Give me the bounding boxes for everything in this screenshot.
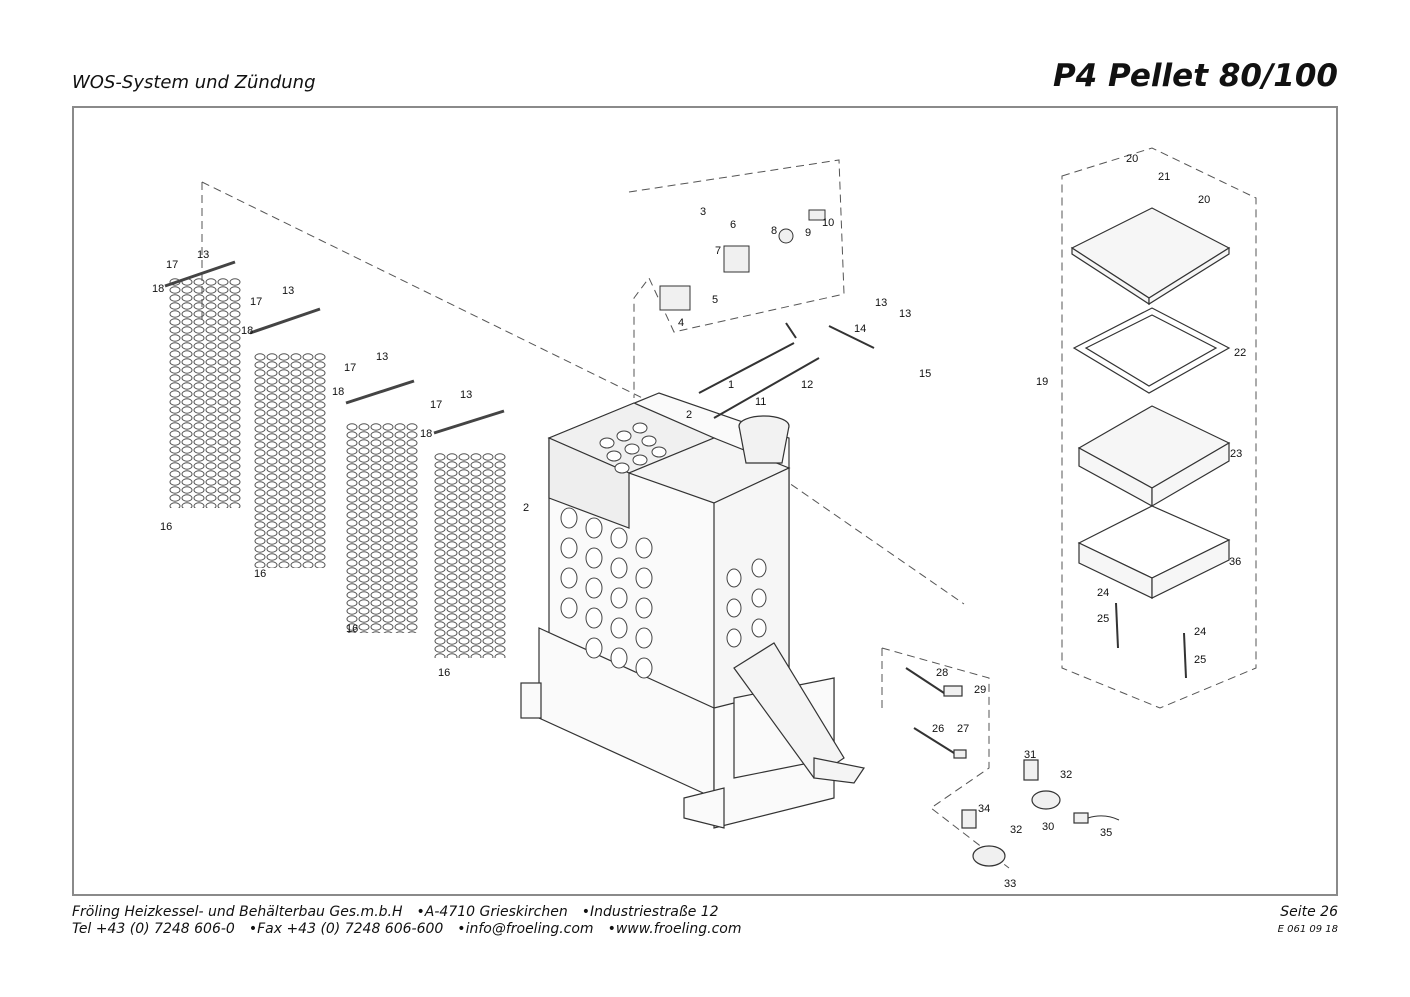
callout-31: 31	[1024, 749, 1036, 761]
product-title: P4 Pellet 80/100	[1052, 58, 1338, 94]
callout-24a: 24	[1097, 587, 1109, 599]
callout-15: 15	[919, 368, 931, 380]
callout-18b: 18	[241, 325, 253, 337]
callout-16b: 16	[254, 568, 266, 580]
callout-18c: 18	[332, 386, 344, 398]
footer-website[interactable]: www.froeling.com	[615, 921, 742, 937]
callout-26: 26	[932, 723, 944, 735]
callout-35: 35	[1100, 827, 1112, 839]
callout-25b: 25	[1194, 654, 1206, 666]
callout-17a: 17	[166, 259, 178, 271]
callout-32b: 32	[1010, 824, 1022, 836]
callout-21: 21	[1158, 171, 1170, 183]
callout-23: 23	[1230, 448, 1242, 460]
callout-6: 6	[730, 219, 736, 231]
callout-18d: 18	[420, 428, 432, 440]
callout-36: 36	[1229, 556, 1241, 568]
callout-14: 14	[854, 323, 866, 335]
callout-7: 7	[715, 245, 721, 257]
document-number: E 061 09 18	[1277, 924, 1338, 935]
footer-line-1: Fröling Heizkessel- und Behälterbau Ges.…	[72, 904, 719, 920]
callout-32a: 32	[1060, 769, 1072, 781]
callout-29: 29	[974, 684, 986, 696]
callout-13e: 13	[875, 297, 887, 309]
callout-33: 33	[1004, 878, 1016, 890]
footer-fax: Fax +43 (0) 7248 606-600	[257, 921, 444, 937]
callout-13c: 13	[376, 351, 388, 363]
callout-3: 3	[700, 206, 706, 218]
callout-13a: 13	[197, 249, 209, 261]
callout-2b: 2	[523, 502, 529, 514]
callout-17c: 17	[344, 362, 356, 374]
callout-16a: 16	[160, 521, 172, 533]
footer-email[interactable]: info@froeling.com	[465, 921, 594, 937]
exploded-view-frame: 1 2 2 3 4 5 6 7 8 9 10 11 12 13 13 13 13…	[72, 106, 1338, 896]
callout-2: 2	[686, 409, 692, 421]
callout-10: 10	[822, 217, 834, 229]
callout-8: 8	[771, 225, 777, 237]
callout-12: 12	[801, 379, 813, 391]
callout-17d: 17	[430, 399, 442, 411]
callout-24b: 24	[1194, 626, 1206, 638]
callout-20a: 20	[1126, 153, 1138, 165]
callout-13b: 13	[282, 285, 294, 297]
callout-16c: 16	[346, 623, 358, 635]
callout-18a: 18	[152, 283, 164, 295]
callout-13f: 13	[899, 308, 911, 320]
callout-27: 27	[957, 723, 969, 735]
callout-22: 22	[1234, 347, 1246, 359]
callout-20b: 20	[1198, 194, 1210, 206]
footer-company: Fröling Heizkessel- und Behälterbau Ges.…	[72, 904, 403, 920]
footer-line-2: Tel +43 (0) 7248 606-0•Fax +43 (0) 7248 …	[72, 921, 742, 937]
callout-30: 30	[1042, 821, 1054, 833]
section-subtitle: WOS-System und Zündung	[72, 72, 316, 93]
callout-13d: 13	[460, 389, 472, 401]
callout-9: 9	[805, 227, 811, 239]
callout-34: 34	[978, 803, 990, 815]
exploded-parts-diagram: 1 2 2 3 4 5 6 7 8 9 10 11 12 13 13 13 13…	[152, 147, 1257, 890]
footer-street: Industriestraße 12	[589, 904, 719, 920]
callout-16d: 16	[438, 667, 450, 679]
callout-11: 11	[755, 396, 766, 408]
footer-tel: Tel +43 (0) 7248 606-0	[72, 921, 235, 937]
footer-city: A-4710 Grieskirchen	[424, 904, 568, 920]
callout-25a: 25	[1097, 613, 1109, 625]
callout-5: 5	[712, 294, 718, 306]
callout-17b: 17	[250, 296, 262, 308]
callout-19: 19	[1036, 376, 1048, 388]
callout-4: 4	[678, 317, 684, 329]
callout-28: 28	[936, 667, 948, 679]
page-number: Seite 26	[1280, 904, 1338, 920]
callout-1: 1	[728, 379, 734, 391]
